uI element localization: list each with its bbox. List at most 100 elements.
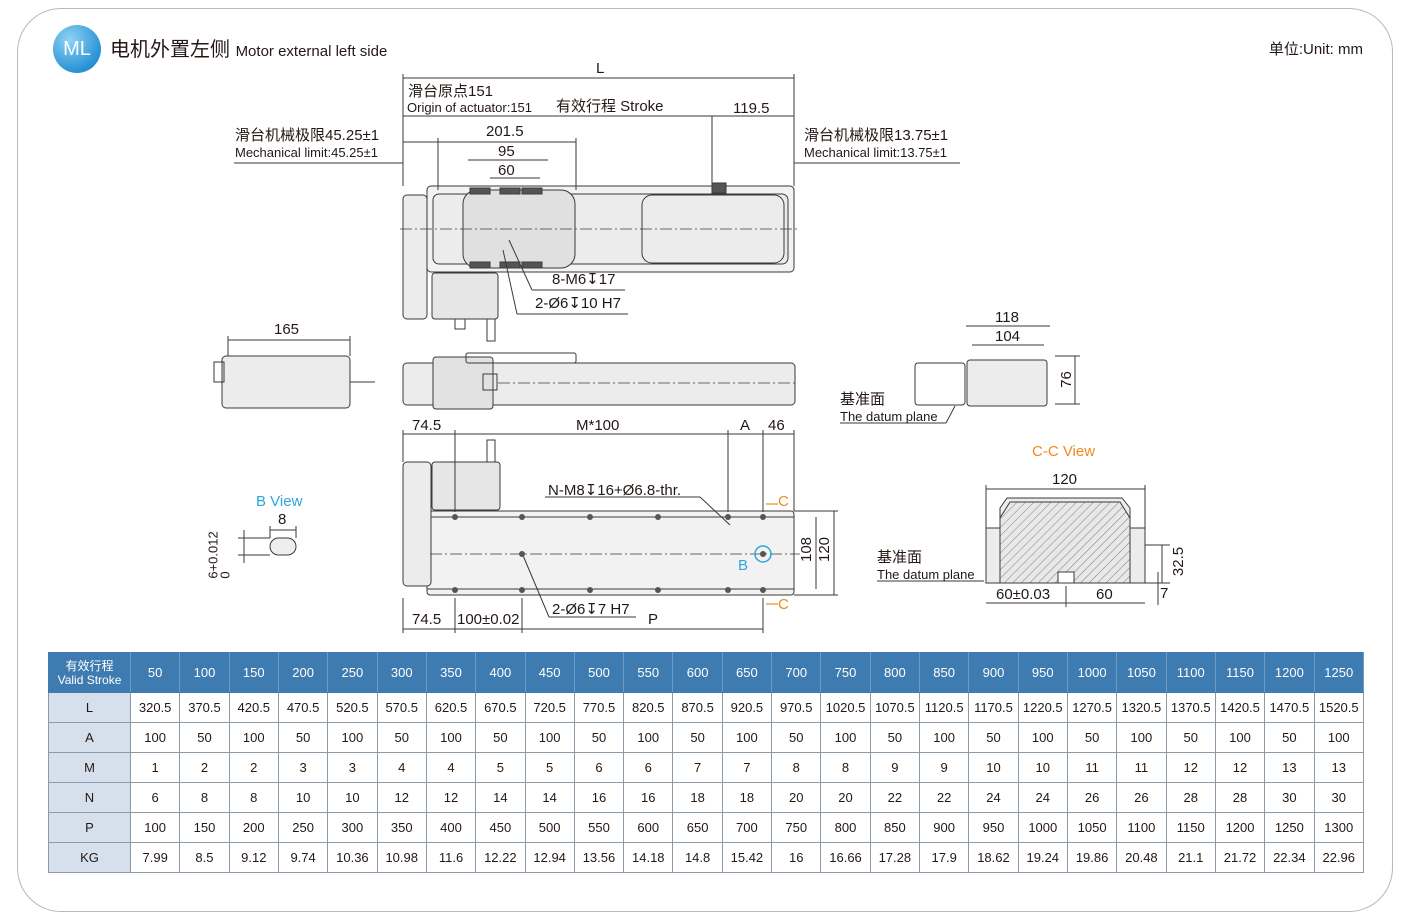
table-cell: 100: [623, 722, 674, 753]
b-view-title: B View: [256, 493, 303, 510]
stroke-header: 750: [820, 652, 871, 693]
table-cell: 1250: [1264, 812, 1315, 843]
table-cell: 9: [869, 752, 921, 783]
row-label: KG: [48, 842, 131, 873]
table-cell: 20: [820, 782, 871, 813]
table-cell: 5: [475, 752, 526, 783]
table-cell: 12: [1214, 752, 1266, 783]
table-cell: 1170.5: [968, 692, 1019, 723]
origin-cn-label: 滑台原点151: [408, 83, 494, 100]
table-cell: 770.5: [573, 692, 625, 723]
table-cell: 12: [376, 782, 427, 813]
table-cell: 320.5: [129, 692, 181, 723]
cc-view: [877, 485, 1170, 607]
table-cell: 550: [573, 812, 625, 843]
table-cell: 22.34: [1264, 842, 1315, 873]
table-cell: 670.5: [475, 692, 526, 723]
right-end-view: [840, 325, 1080, 424]
table-cell: 28: [1214, 782, 1266, 813]
table-cell: 820.5: [623, 692, 674, 723]
table-cell: 14: [524, 782, 575, 813]
table-cell: 50: [1165, 722, 1216, 753]
table-cell: 7: [721, 752, 773, 783]
table-cell: 50: [672, 722, 723, 753]
table-cell: 920.5: [721, 692, 773, 723]
dim-100-tol: 100±0.02: [457, 611, 520, 628]
stroke-header: 550: [623, 652, 674, 693]
holes-m6-label: 8-M6↧17: [552, 271, 616, 288]
stroke-header: 1100: [1165, 652, 1216, 693]
table-cell: 15.42: [721, 842, 773, 873]
table-cell: 16.66: [820, 842, 871, 873]
cc-dim-60: 60: [1096, 586, 1113, 603]
nm8-label: N-M8↧16+Ø6.8-thr.: [548, 482, 682, 499]
mech-limit-left-cn: 滑台机械极限45.25±1: [235, 127, 380, 144]
table-cell: 16: [573, 782, 625, 813]
table-cell: 30: [1313, 782, 1364, 813]
dim-104: 104: [995, 328, 1021, 345]
table-cell: 17.9: [918, 842, 970, 873]
table-cell: 26: [1066, 782, 1118, 813]
table-cell: 20: [771, 782, 822, 813]
table-cell: 1150: [1165, 812, 1216, 843]
table-cell: 10: [277, 782, 329, 813]
dim-201-5: 201.5: [486, 123, 524, 140]
table-cell: 21.1: [1165, 842, 1216, 873]
stroke-header: 450: [524, 652, 575, 693]
stroke-header: 800: [869, 652, 921, 693]
table-cell: 7.99: [129, 842, 181, 873]
row-label: L: [48, 692, 131, 723]
table-cell: 1300: [1313, 812, 1364, 843]
table-cell: 50: [475, 722, 526, 753]
dim-L: L: [596, 60, 605, 77]
b-view-dim-6: 6+0.012 0: [205, 531, 233, 579]
dim-74-5-top: 74.5: [412, 417, 442, 434]
table-cell: 350: [376, 812, 427, 843]
table-cell: 13: [1313, 752, 1364, 783]
table-cell: 50: [771, 722, 822, 753]
table-cell: 720.5: [524, 692, 575, 723]
table-cell: 200: [228, 812, 279, 843]
cc-dim-32-5: 32.5: [1170, 546, 1188, 577]
dim-60: 60: [498, 162, 515, 179]
table-cell: 19.24: [1017, 842, 1068, 873]
table-cell: 620.5: [425, 692, 477, 723]
table-cell: 9.74: [277, 842, 329, 873]
table-cell: 850: [869, 812, 921, 843]
dim-119-5: 119.5: [733, 100, 770, 117]
table-cell: 100: [425, 722, 477, 753]
table-cell: 1100: [1116, 812, 1167, 843]
table-cell: 30: [1264, 782, 1315, 813]
holes-d6-h7-label: 2-Ø6↧7 H7: [552, 601, 630, 618]
table-cell: 1420.5: [1214, 692, 1266, 723]
table-cell: 18: [672, 782, 723, 813]
table-cell: 18.62: [968, 842, 1019, 873]
table-cell: 1470.5: [1264, 692, 1315, 723]
table-cell: 5: [524, 752, 575, 783]
b-view: [238, 526, 297, 563]
section-c-top: C: [778, 493, 789, 510]
table-cell: 14: [475, 782, 526, 813]
table-cell: 100: [1313, 722, 1364, 753]
table-cell: 1270.5: [1066, 692, 1118, 723]
cc-datum-cn: 基准面: [877, 549, 923, 566]
stroke-header: 600: [672, 652, 723, 693]
table-cell: 12.94: [524, 842, 575, 873]
technical-drawing: [213, 74, 1170, 633]
table-cell: 1020.5: [820, 692, 871, 723]
table-cell: 520.5: [327, 692, 378, 723]
table-cell: 1520.5: [1313, 692, 1364, 723]
holes-d6-label: 2-Ø6↧10 H7: [535, 295, 621, 312]
stroke-header: 250: [327, 652, 378, 693]
stroke-header: 900: [968, 652, 1019, 693]
table-cell: 570.5: [376, 692, 427, 723]
stroke-header: 1000: [1066, 652, 1118, 693]
dim-118: 118: [995, 309, 1019, 326]
end-datum-en: The datum plane: [840, 409, 938, 424]
table-cell: 22: [918, 782, 970, 813]
dim-95: 95: [498, 143, 515, 160]
table-cell: 700: [721, 812, 773, 843]
